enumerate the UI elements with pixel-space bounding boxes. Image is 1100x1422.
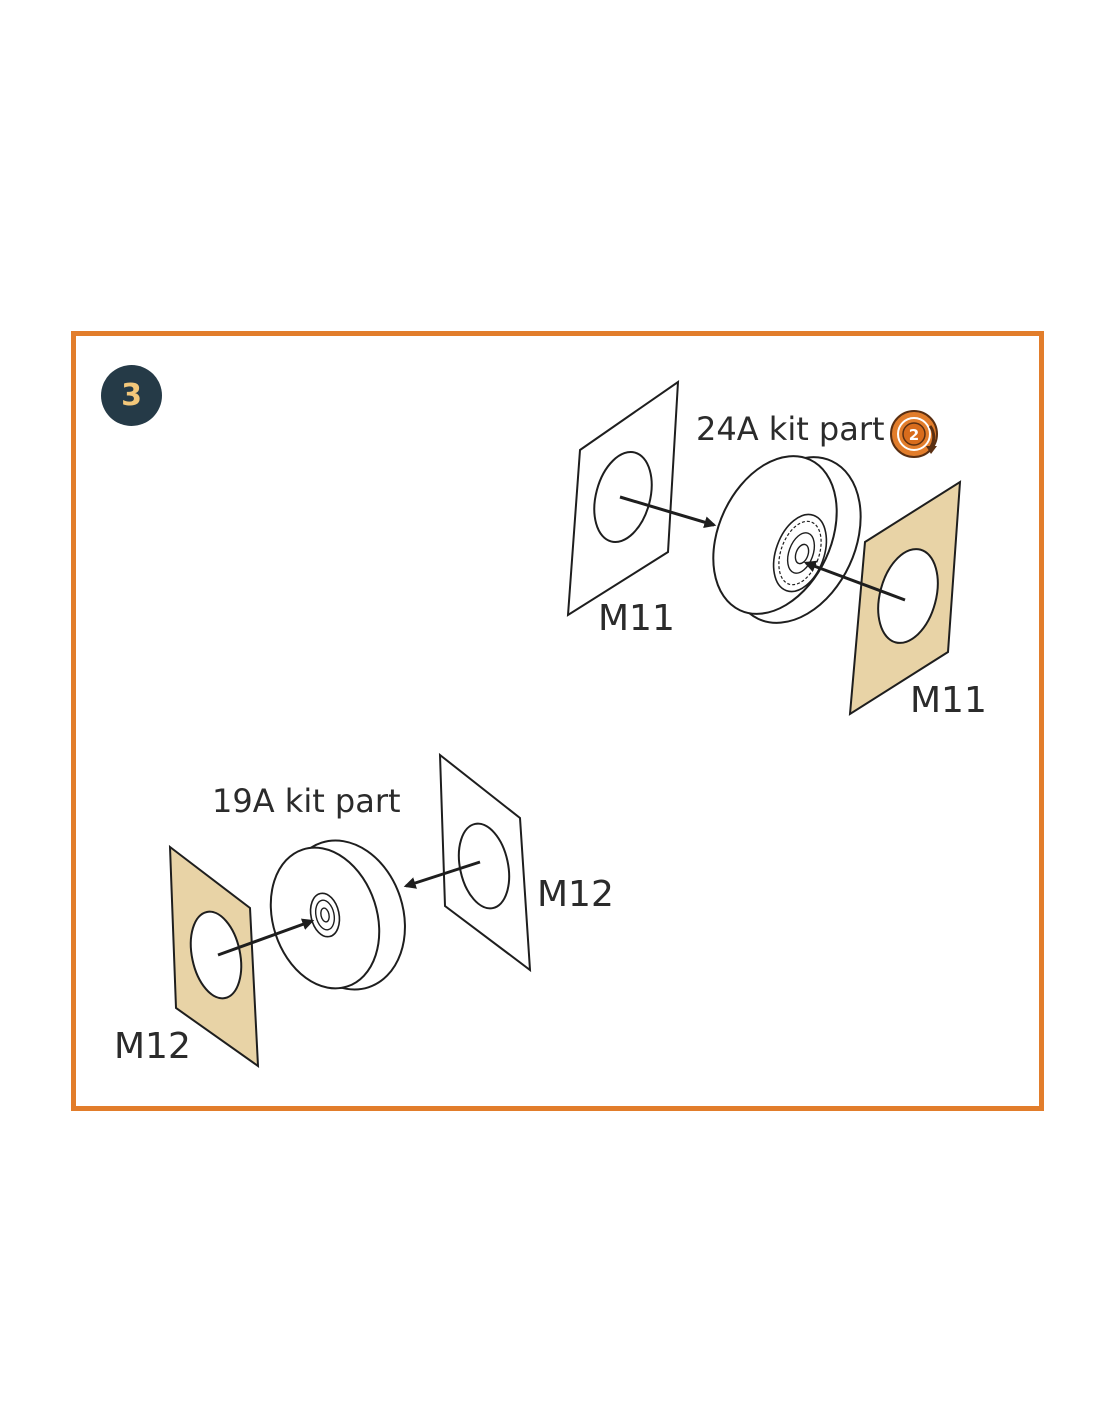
wheel-24a	[712, 455, 862, 624]
mask-m12-outer	[438, 752, 532, 973]
arrow-m12-to-wheel	[403, 860, 481, 889]
mask-m11-outer-label: M11	[598, 598, 675, 639]
step-number-badge: 3	[101, 365, 162, 426]
mask-m12-inner	[168, 844, 260, 1069]
mask-m11-inner-label: M11	[910, 680, 987, 721]
repeat-step-number: 2	[909, 426, 919, 444]
wheel-24a-label: 24A kit part	[696, 410, 885, 448]
mask-m12-outer-label: M12	[537, 874, 614, 915]
mask-m12-inner-label: M12	[114, 1026, 191, 1067]
arrow-m12-to-hub	[217, 918, 315, 957]
arrow-m11-to-hub	[803, 560, 906, 602]
wheel-19a-label: 19A kit part	[212, 782, 401, 820]
wheel-19a	[269, 839, 406, 991]
mask-m11-inner	[848, 480, 962, 716]
arrow-m11-to-wheel	[619, 495, 717, 529]
repeat-step-2-icon: 2	[890, 410, 938, 458]
